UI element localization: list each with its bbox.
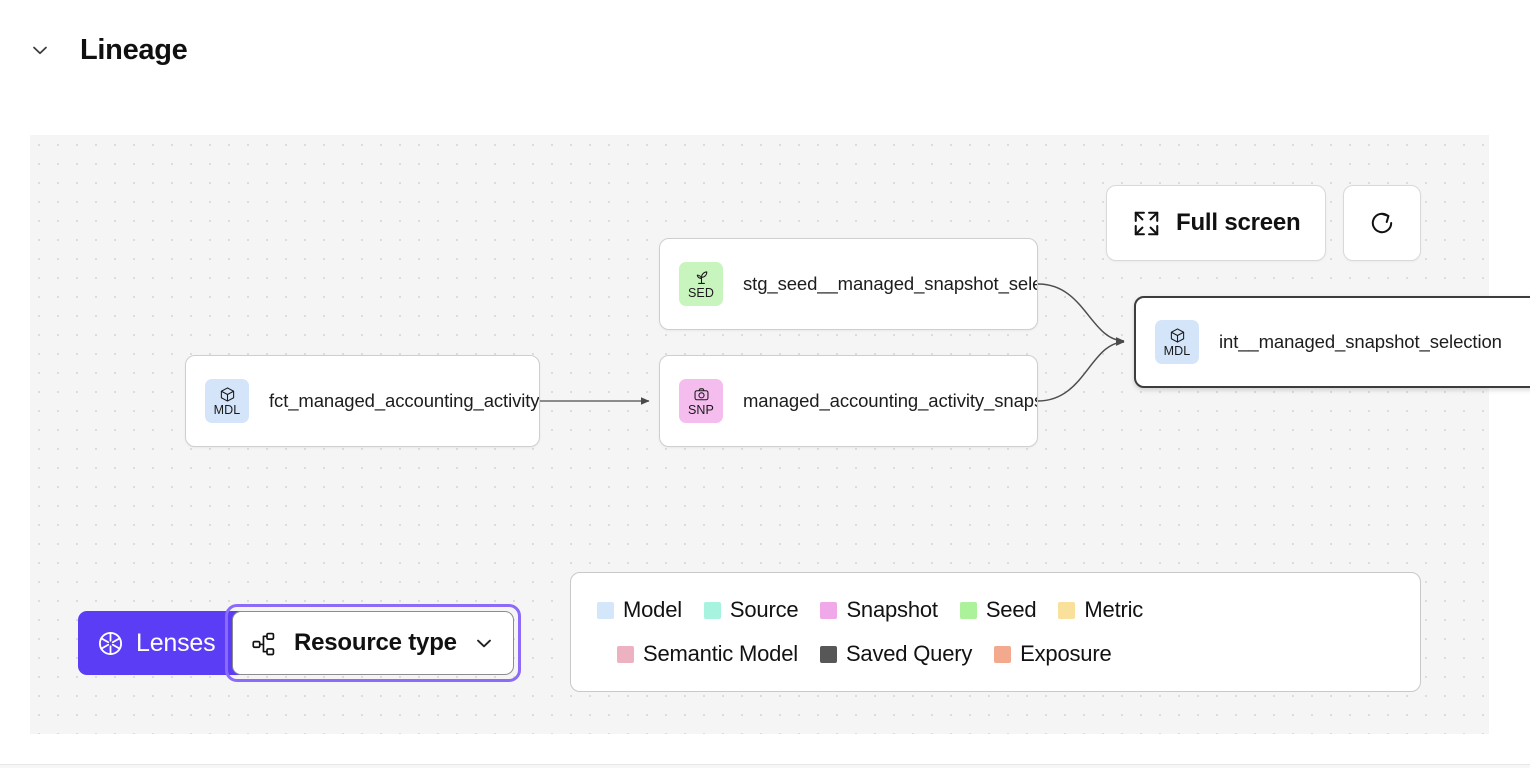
node-type-badge-mdl: MDL	[205, 379, 249, 423]
lineage-node-fct-managed-accounting-activity[interactable]: MDL fct_managed_accounting_activity	[185, 355, 540, 447]
legend-swatch-source	[703, 601, 721, 619]
lineage-node-managed-accounting-activity-snapshot[interactable]: SNP managed_accounting_activity_snapshot	[659, 355, 1038, 447]
legend-swatch-metric	[1058, 601, 1076, 619]
hierarchy-icon	[251, 630, 278, 657]
legend-swatch-exposure	[994, 645, 1012, 663]
full-screen-label: Full screen	[1176, 209, 1301, 236]
resource-type-dropdown[interactable]: Resource type	[232, 611, 514, 675]
node-type-abbr: SNP	[687, 403, 714, 417]
lenses-label: Lenses	[136, 628, 216, 657]
camera-icon	[693, 385, 710, 404]
legend-label-metric: Metric	[1084, 597, 1144, 622]
legend-item-exposure: Exposure	[994, 641, 1112, 667]
legend-item-snapshot: Snapshot	[820, 597, 938, 623]
legend-label-snapshot: Snapshot	[846, 597, 938, 622]
legend-label-semantic-model: Semantic Model	[643, 641, 798, 666]
bottom-strip	[0, 765, 1530, 768]
lineage-node-stg-seed-managed-snapshot-selection[interactable]: SED stg_seed__managed_snapshot_selecti..…	[659, 238, 1038, 330]
legend-swatch-model	[597, 601, 614, 619]
node-label: stg_seed__managed_snapshot_selecti...	[743, 273, 1037, 294]
chevron-down-icon	[29, 39, 51, 61]
cube-icon	[219, 385, 236, 404]
lenses-controls: Lenses Resource type	[78, 604, 521, 682]
legend-item-source: Source	[703, 597, 799, 623]
edge-snap-to-int	[1037, 338, 1125, 402]
legend-swatch-snapshot	[820, 601, 838, 619]
node-type-abbr: SED	[687, 286, 714, 300]
canvas-toolbar: Full screen	[1106, 185, 1421, 261]
legend-swatch-semantic-model	[617, 645, 634, 663]
node-type-abbr: MDL	[213, 403, 241, 417]
legend-label-saved-query: Saved Query	[845, 641, 973, 666]
legend-item-saved-query: Saved Query	[819, 641, 973, 667]
cube-icon	[1169, 326, 1186, 345]
full-screen-button[interactable]: Full screen	[1106, 185, 1326, 261]
legend-row-1: Model Source Snapshot Seed Metric	[597, 597, 1394, 623]
resource-type-label: Resource type	[294, 629, 457, 656]
legend-item-seed: Seed	[959, 597, 1037, 623]
legend-item-model: Model	[597, 597, 682, 623]
aperture-icon	[97, 630, 124, 657]
legend-item-metric: Metric	[1058, 597, 1143, 623]
node-type-badge-snp: SNP	[679, 379, 723, 423]
node-type-badge-sed: SED	[679, 262, 723, 306]
legend-row-2: Semantic Model Saved Query Exposure	[597, 641, 1394, 667]
resource-type-focus-ring: Resource type	[225, 604, 521, 682]
node-type-abbr: MDL	[1163, 344, 1191, 358]
chevron-down-icon	[473, 632, 495, 654]
legend-swatch-saved-query	[819, 645, 837, 663]
refresh-icon	[1366, 207, 1398, 239]
collapse-toggle[interactable]	[26, 36, 54, 64]
lineage-legend: Model Source Snapshot Seed Metric S	[570, 572, 1421, 692]
node-label: int__managed_snapshot_selection	[1219, 331, 1502, 352]
legend-label-seed: Seed	[985, 597, 1037, 622]
legend-item-semantic-model: Semantic Model	[617, 641, 798, 667]
legend-label-model: Model	[623, 597, 682, 622]
expand-arrows-icon	[1131, 208, 1162, 239]
node-type-badge-mdl: MDL	[1155, 320, 1199, 364]
lenses-button[interactable]: Lenses	[78, 611, 253, 675]
node-label: fct_managed_accounting_activity	[269, 390, 539, 411]
legend-swatch-seed	[959, 601, 977, 619]
refresh-button[interactable]	[1342, 185, 1421, 261]
legend-label-source: Source	[729, 597, 799, 622]
page-title: Lineage	[80, 34, 188, 66]
lineage-section-header: Lineage	[0, 0, 1530, 100]
lineage-canvas[interactable]: MDL fct_managed_accounting_activity SED …	[30, 135, 1530, 734]
node-label: managed_accounting_activity_snapshot	[743, 390, 1037, 411]
legend-label-exposure: Exposure	[1020, 641, 1112, 666]
seedling-icon	[693, 268, 710, 287]
lineage-node-int-managed-snapshot-selection[interactable]: MDL int__managed_snapshot_selection	[1134, 296, 1530, 388]
edge-seed-to-int	[1037, 283, 1125, 345]
bottom-divider	[0, 764, 1530, 765]
